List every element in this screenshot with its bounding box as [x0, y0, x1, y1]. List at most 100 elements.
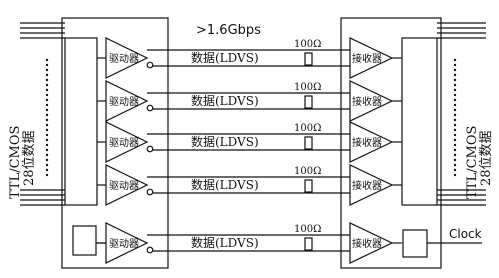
lvds-channels: 驱动器接收器100Ω数据(LDVS)驱动器接收器100Ω数据(LDVS)驱动器接…: [96, 37, 402, 264]
bus-dot: [453, 73, 457, 77]
bus-dot: [453, 138, 457, 142]
termination-resistor: [304, 136, 313, 150]
transmitter-clock-block: [72, 225, 97, 256]
lvds-channel: 驱动器接收器100Ω数据(LDVS): [97, 37, 402, 79]
bus-dot: [45, 63, 49, 67]
data-line-label: 数据(LDVS): [191, 93, 259, 108]
bus-dot: [453, 158, 457, 162]
left-bus-top: [20, 22, 65, 39]
bus-dot: [453, 163, 457, 167]
driver-label: 驱动器: [109, 137, 139, 149]
receiver-buffer: [349, 121, 394, 163]
driver-label: 驱动器: [109, 53, 139, 65]
resistor-label: 100Ω: [294, 166, 321, 177]
right-bus-top: [437, 22, 486, 39]
bus-dot: [45, 73, 49, 77]
bus-dot: [45, 98, 49, 102]
bus-dot: [453, 168, 457, 172]
bus-dot: [45, 68, 49, 72]
bus-dot: [45, 108, 49, 112]
driver-inversion-bubble: [146, 104, 154, 112]
right-side-label-line2: 28位数据: [479, 130, 494, 186]
bus-dot: [453, 108, 457, 112]
bus-dot: [45, 148, 49, 152]
bus-dot: [453, 133, 457, 137]
receiver-label: 接收器: [352, 136, 382, 149]
lvds-channel: 驱动器接收器100Ω数据(LDVS): [97, 164, 402, 206]
termination-resistor: [304, 95, 313, 109]
bus-dot: [453, 98, 457, 102]
driver-label: 驱动器: [109, 180, 139, 192]
bus-dot: [453, 93, 457, 97]
bus-dot: [45, 83, 49, 87]
driver-inversion-bubble: [146, 61, 154, 69]
bus-dot: [45, 158, 49, 162]
bus-dot: [45, 173, 49, 177]
bus-dot: [45, 78, 49, 82]
bus-dot: [453, 63, 457, 67]
bus-dot: [45, 113, 49, 117]
termination-resistor: [304, 52, 313, 66]
bus-dot: [45, 138, 49, 142]
receiver-buffer: [349, 164, 394, 206]
right-side-label-line1: TTL/CMOS: [465, 126, 480, 199]
termination-resistor: [304, 237, 313, 251]
lvds-channel: 驱动器 接收器 100Ω 数据(LDVS): [97, 80, 402, 122]
bus-dot: [453, 58, 457, 62]
bus-dot: [45, 133, 49, 137]
bus-dot: [453, 118, 457, 122]
receiver-label: 接收器: [352, 95, 382, 108]
bus-dot: [45, 103, 49, 107]
bus-dot: [453, 103, 457, 107]
termination-resistor: [304, 179, 313, 193]
data-line-label: 数据(LDVS): [191, 177, 259, 192]
bus-dot: [45, 153, 49, 157]
bus-dot: [45, 118, 49, 122]
bus-dot: [453, 173, 457, 177]
bus-dot: [45, 88, 49, 92]
bus-dot: [453, 128, 457, 132]
left-bus-dots: [45, 58, 49, 177]
left-side-label-line2: 28位数据: [22, 130, 37, 186]
clock-label: Clock: [449, 227, 482, 241]
bus-dot: [45, 128, 49, 132]
bus-dot: [45, 123, 49, 127]
driver-inversion-bubble: [146, 188, 154, 196]
left-bus-bottom: [20, 189, 65, 206]
receiver-chip: [340, 17, 442, 269]
bus-dot: [453, 83, 457, 87]
right-bus-dots: [453, 58, 457, 177]
receiver-buffer: [349, 80, 394, 122]
lvds-channel: 驱动器接收器100Ω数据(LDVS): [97, 121, 402, 163]
lvds-channel: 驱动器接收器100Ω数据(LDVS): [97, 222, 402, 264]
resistor-label: 100Ω: [294, 123, 321, 134]
receiver-deserializer-block: [401, 37, 438, 206]
left-side-label-line1: TTL/CMOS: [8, 126, 23, 199]
bus-dot: [453, 123, 457, 127]
resistor-label: 100Ω: [294, 82, 321, 93]
transmitter-chip: [61, 17, 169, 269]
bus-dot: [453, 148, 457, 152]
driver-label: 驱动器: [109, 96, 139, 108]
driver-inversion-bubble: [146, 246, 154, 254]
data-line-label: 数据(LDVS): [191, 235, 259, 250]
bus-dot: [453, 143, 457, 147]
bus-dot: [45, 163, 49, 167]
bus-dot: [45, 58, 49, 62]
speed-label: >1.6Gbps: [196, 23, 261, 38]
bus-dot: [453, 88, 457, 92]
receiver-buffer: [349, 222, 394, 264]
receiver-label: 接收器: [352, 237, 382, 250]
resistor-label: 100Ω: [294, 39, 321, 50]
bus-dot: [453, 78, 457, 82]
receiver-clock-block: [402, 229, 428, 258]
receiver-buffer: [349, 37, 394, 79]
right-bus-bottom: [437, 189, 486, 206]
bus-dot: [45, 93, 49, 97]
resistor-label: 100Ω: [294, 224, 321, 235]
bus-dot: [45, 168, 49, 172]
driver-inversion-bubble: [146, 145, 154, 153]
bus-dot: [45, 143, 49, 147]
